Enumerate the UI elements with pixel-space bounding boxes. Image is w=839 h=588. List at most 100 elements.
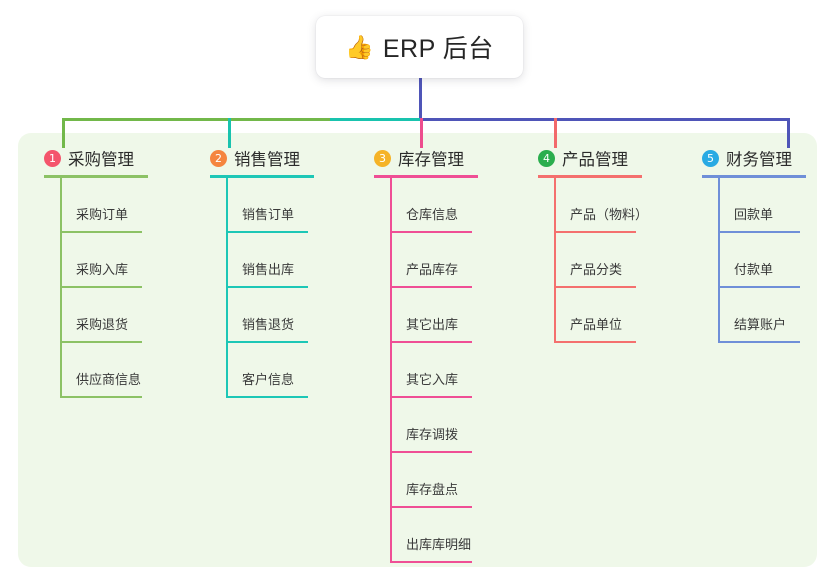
branch-spine [390,178,392,563]
branch-item-underline [390,286,472,288]
branch-item-label: 采购退货 [76,317,129,332]
branch-underline [44,175,148,178]
branch-item-label: 产品库存 [406,262,459,277]
branch-underline [702,175,806,178]
branch-header-finance[interactable]: 5 财务管理 [702,146,806,170]
branch-item-underline [390,451,472,453]
branch-item-label: 客户信息 [242,372,295,387]
branch-item-label: 销售出库 [242,262,295,277]
branch-sales: 2 销售管理销售订单销售出库销售退货客户信息 [210,146,314,398]
branch-item-underline [718,341,800,343]
branch-item[interactable]: 出库库明细 [374,508,478,563]
branch-item-underline [60,396,142,398]
branch-number-badge: 4 [538,149,555,167]
connector-bar-teal [330,118,422,121]
branch-spine [226,178,228,398]
branch-item-underline [226,286,308,288]
branch-item-label: 结算账户 [734,317,787,332]
branch-item[interactable]: 付款单 [702,233,806,288]
branch-item[interactable]: 采购退货 [44,288,148,343]
branch-header-product[interactable]: 4 产品管理 [538,146,642,170]
branch-item[interactable]: 客户信息 [210,343,314,398]
branch-item-label: 销售订单 [242,207,295,222]
branch-item-underline [60,341,142,343]
branch-item-label: 库存盘点 [406,482,459,497]
branch-item[interactable]: 产品库存 [374,233,478,288]
branch-item[interactable]: 库存盘点 [374,453,478,508]
branch-item[interactable]: 采购入库 [44,233,148,288]
branch-title: 销售管理 [234,151,300,169]
branch-title: 库存管理 [398,151,464,169]
branch-header-inventory[interactable]: 3 库存管理 [374,146,478,170]
branch-item-label: 其它出库 [406,317,459,332]
branch-number-badge: 2 [210,149,227,167]
branch-item-underline [60,231,142,233]
branch-item[interactable]: 仓库信息 [374,178,478,233]
branch-item-underline [60,286,142,288]
branch-spine [60,178,62,398]
branch-item[interactable]: 产品单位 [538,288,642,343]
branch-item-label: 供应商信息 [76,372,142,387]
branch-title: 财务管理 [726,151,792,169]
branch-item-underline [390,231,472,233]
branch-item-label: 产品（物料） [570,207,649,222]
branch-item-underline [554,286,636,288]
branch-number-badge: 3 [374,149,391,167]
connector-drop-product [554,118,557,148]
branch-items-sales: 销售订单销售出库销售退货客户信息 [210,178,314,398]
branch-item[interactable]: 产品（物料） [538,178,648,233]
branch-underline [210,175,314,178]
branch-item-underline [554,231,636,233]
branch-header-sales[interactable]: 2 销售管理 [210,146,314,170]
branch-underline [538,175,642,178]
branch-items-inventory: 仓库信息产品库存其它出库其它入库库存调拨库存盘点出库库明细 [374,178,478,563]
branch-item-underline [554,341,636,343]
branch-item[interactable]: 采购订单 [44,178,148,233]
thumbs-up-icon: 👍 [345,33,374,60]
branch-item-label: 付款单 [734,262,774,277]
branch-item-underline [390,561,472,563]
root-node[interactable]: 👍 ERP 后台 [316,16,523,78]
connector-drop-sales [228,118,231,148]
branch-item-underline [226,341,308,343]
branch-item[interactable]: 其它出库 [374,288,478,343]
branch-item[interactable]: 销售退货 [210,288,314,343]
branch-items-finance: 回款单付款单结算账户 [702,178,806,343]
branch-item[interactable]: 销售出库 [210,233,314,288]
connector-root-stem [419,78,422,120]
branch-item-underline [390,341,472,343]
branch-item-label: 采购入库 [76,262,129,277]
branch-item-label: 其它入库 [406,372,459,387]
branch-number-badge: 5 [702,149,719,167]
branch-item[interactable]: 销售订单 [210,178,314,233]
branch-item-label: 库存调拨 [406,427,459,442]
branch-item-label: 出库库明细 [406,537,472,552]
branch-item-label: 采购订单 [76,207,129,222]
branch-product: 4 产品管理产品（物料） 产品分类产品单位 [538,146,648,343]
branch-spine [554,178,556,343]
branch-finance: 5 财务管理回款单付款单结算账户 [702,146,806,343]
branch-item[interactable]: 回款单 [702,178,806,233]
branch-item-label: 产品单位 [570,317,623,332]
root-title: ERP 后台 [382,35,494,63]
branch-item-underline [390,506,472,508]
branch-item[interactable]: 供应商信息 [44,343,148,398]
branch-items-purchase: 采购订单采购入库采购退货供应商信息 [44,178,148,398]
branch-title: 产品管理 [562,151,628,169]
branch-item[interactable]: 产品分类 [538,233,642,288]
connector-bar-blue [420,118,790,121]
branch-item-label: 仓库信息 [406,207,459,222]
branch-item-underline [390,396,472,398]
branch-item-label: 销售退货 [242,317,295,332]
branch-item[interactable]: 结算账户 [702,288,806,343]
branch-item-label: 产品分类 [570,262,623,277]
branch-item[interactable]: 库存调拨 [374,398,478,453]
diagram-panel [18,133,817,567]
branch-inventory: 3 库存管理仓库信息产品库存其它出库其它入库库存调拨库存盘点出库库明细 [374,146,478,563]
branch-item[interactable]: 其它入库 [374,343,478,398]
branch-underline [374,175,478,178]
connector-bar-green [62,118,330,121]
connector-drop-inventory [420,118,423,148]
